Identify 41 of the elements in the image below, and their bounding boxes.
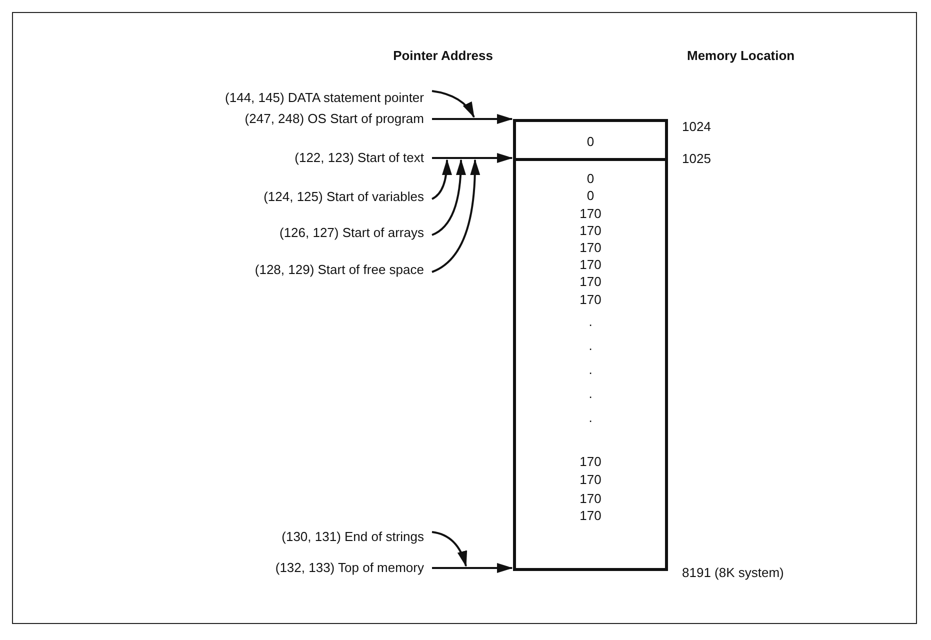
arrow xyxy=(432,563,513,573)
memory-value: 0 xyxy=(586,171,596,187)
curved-arrow xyxy=(432,159,452,200)
arrow xyxy=(432,114,513,124)
memory-value: 170 xyxy=(578,257,602,273)
memory-value: 170 xyxy=(578,240,602,256)
memory-value: . xyxy=(588,338,594,354)
memory-cell xyxy=(513,158,668,571)
pointer-label: (126, 127) Start of arrays xyxy=(44,225,424,241)
memory-value: 170 xyxy=(578,274,602,290)
memory-value: 0 xyxy=(586,188,596,204)
column-heading: Pointer Address xyxy=(393,48,493,64)
curved-arrow xyxy=(432,159,480,273)
address-label: 8191 (8K system) xyxy=(682,565,784,581)
memory-value: . xyxy=(588,314,594,330)
memory-value: . xyxy=(588,386,594,402)
pointer-label: (130, 131) End of strings xyxy=(44,529,424,545)
memory-value: 170 xyxy=(578,508,602,524)
address-label: 1025 xyxy=(682,151,711,167)
pointer-label: (144, 145) DATA statement pointer xyxy=(44,90,424,106)
memory-value: 170 xyxy=(578,206,602,222)
memory-value: 170 xyxy=(578,472,602,488)
pointer-label: (132, 133) Top of memory xyxy=(44,560,424,576)
memory-cell xyxy=(513,119,668,161)
memory-value: 0 xyxy=(586,134,596,150)
address-label: 1024 xyxy=(682,119,711,135)
pointer-label: (122, 123) Start of text xyxy=(44,150,424,166)
memory-value: . xyxy=(588,410,594,426)
curved-arrow xyxy=(432,531,467,567)
pointer-label: (247, 248) OS Start of program xyxy=(44,111,424,127)
pointer-label: (124, 125) Start of variables xyxy=(44,189,424,205)
memory-value: 170 xyxy=(578,223,602,239)
curved-arrow xyxy=(432,90,475,118)
column-heading: Memory Location xyxy=(687,48,795,64)
memory-value: 170 xyxy=(578,292,602,308)
pointer-label: (128, 129) Start of free space xyxy=(44,262,424,278)
memory-value: 170 xyxy=(578,491,602,507)
curved-arrow xyxy=(432,159,466,236)
arrow xyxy=(432,153,513,163)
memory-value: 170 xyxy=(578,454,602,470)
memory-value: . xyxy=(588,362,594,378)
